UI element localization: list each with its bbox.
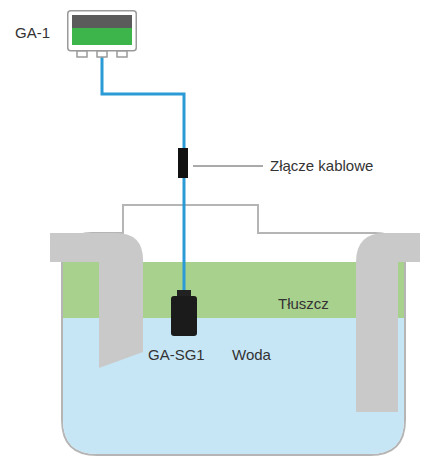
sensor-body bbox=[171, 296, 197, 336]
water-layer: Woda bbox=[62, 318, 405, 455]
node-label: GA-SG1 bbox=[148, 346, 205, 363]
node-label: Woda bbox=[232, 346, 271, 363]
leader-line bbox=[193, 166, 263, 167]
connector-label: Złącze kablowe bbox=[270, 157, 373, 174]
device-terminal bbox=[117, 51, 127, 57]
device-terminal bbox=[77, 51, 87, 57]
inlet-pipe bbox=[50, 233, 143, 368]
node-label: GA-1 bbox=[15, 24, 50, 41]
device-display bbox=[72, 15, 132, 28]
node-label: Tłuszcz bbox=[278, 295, 329, 312]
controller-unit: GA-1 bbox=[67, 10, 137, 58]
device-terminal bbox=[97, 51, 107, 57]
sensor-graphic bbox=[170, 290, 198, 336]
device-display bbox=[72, 28, 132, 45]
level-sensor: GA-SG1 bbox=[170, 290, 198, 336]
device-graphic bbox=[67, 10, 137, 58]
part-label: Złącze kablowe bbox=[270, 157, 373, 174]
cable-connector bbox=[178, 148, 188, 178]
outlet-pipe bbox=[356, 233, 420, 412]
sensor-cable bbox=[102, 57, 184, 291]
device-housing bbox=[68, 11, 137, 51]
grease-layer: Tłuszcz bbox=[62, 262, 405, 318]
